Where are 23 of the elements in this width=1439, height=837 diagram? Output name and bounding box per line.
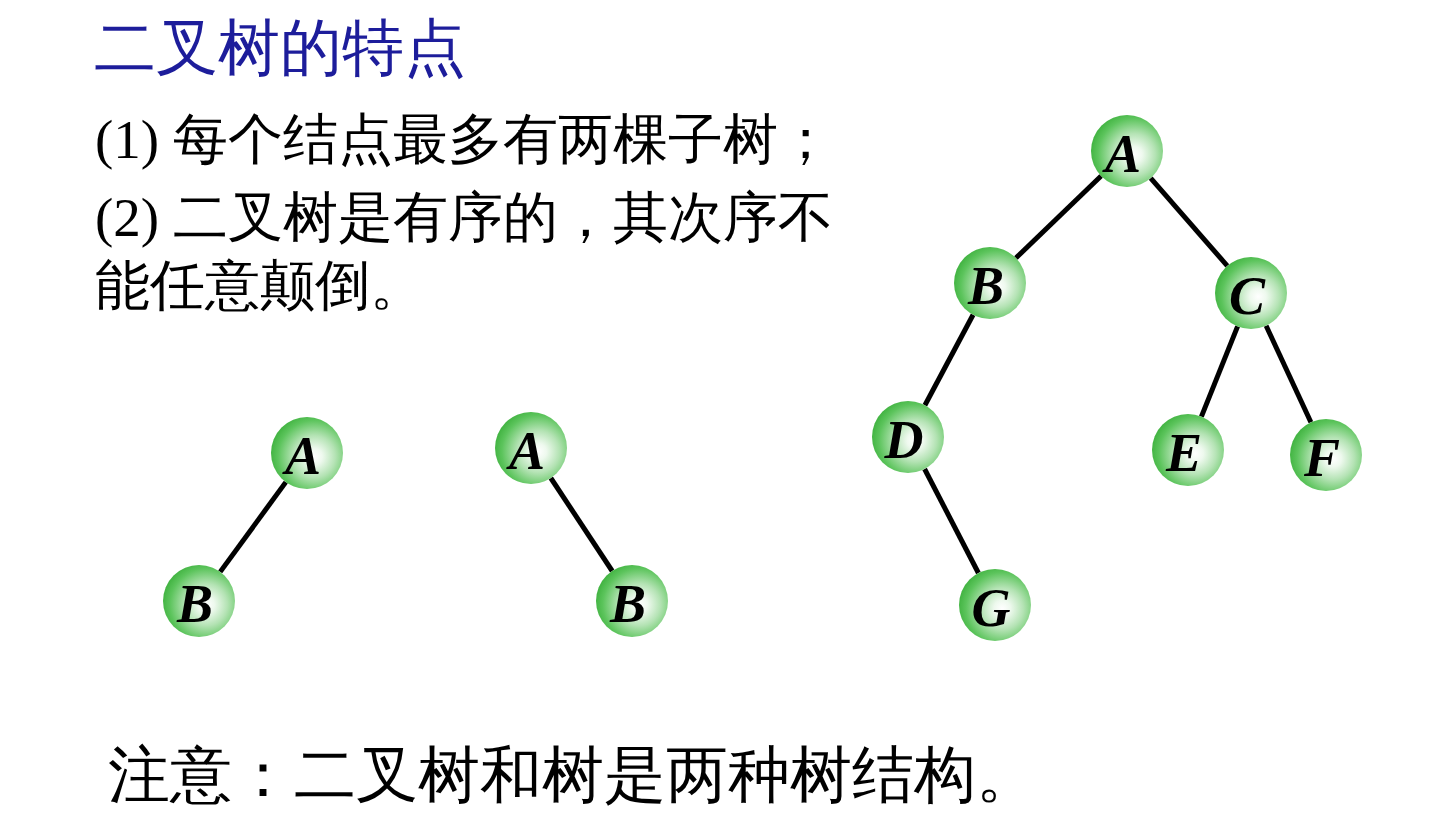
node-circle: B xyxy=(163,565,235,637)
tree-edge xyxy=(922,313,976,407)
node-circle: G xyxy=(959,569,1031,641)
title: 二叉树的特点 xyxy=(94,13,466,84)
note-text: 注意：二叉树和树是两种树结构。 xyxy=(108,740,1039,811)
list-item-text: (2) 二叉树是有序的，其次序不能任意颠倒。 xyxy=(95,186,834,318)
node-circle: A xyxy=(271,417,343,489)
node-circle: F xyxy=(1290,419,1362,491)
tree-edge xyxy=(1263,324,1314,424)
node-circle: E xyxy=(1152,414,1224,486)
tree-edge xyxy=(1199,325,1240,418)
node-circle: D xyxy=(872,401,944,473)
node-circle: B xyxy=(954,247,1026,319)
list-item-text: (1) 每个结点最多有两棵子树； xyxy=(95,108,834,172)
node-circle: A xyxy=(495,412,567,484)
tree-edge xyxy=(548,476,615,573)
node-circle: B xyxy=(596,565,668,637)
tree-edge xyxy=(1014,174,1103,260)
node-circle: A xyxy=(1091,115,1163,187)
node-circle: C xyxy=(1215,257,1287,329)
tree-edge xyxy=(922,467,981,575)
tree-edge xyxy=(218,480,288,574)
tree-edge xyxy=(1148,176,1230,268)
